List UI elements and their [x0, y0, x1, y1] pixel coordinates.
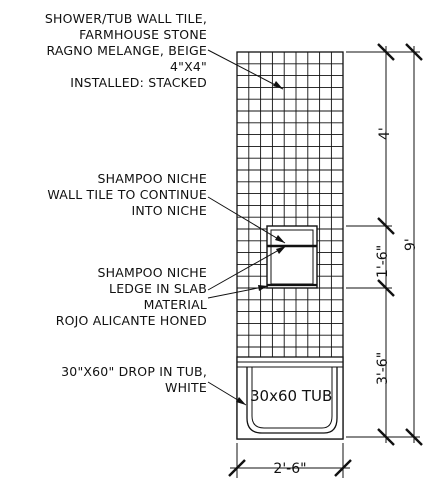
niche-ledge-note-line-3: MATERIAL [144, 297, 207, 312]
niche-tile-leader [207, 196, 286, 244]
tub-label: 30x60 TUB [250, 387, 332, 405]
dimension-niche: 1'-6" [375, 245, 391, 278]
tub-note-line-1: 30"X60" DROP IN TUB, [61, 364, 207, 379]
width-dimension: 2'-6" [228, 443, 352, 478]
wall-tile-note-line-5: INSTALLED: STACKED [70, 75, 207, 90]
tile-wall [236, 51, 344, 440]
wall-tile-note-line-3: RAGNO MELANGE, BEIGE [47, 43, 207, 58]
tub-note-line-2: WHITE [165, 380, 207, 395]
niche-tile-leader-arrow [275, 235, 285, 243]
niche-ledge-note-line-4: ROJO ALICANTE HONED [56, 313, 207, 328]
callout-wall-tile: SHOWER/TUB WALL TILE, FARMHOUSE STONE RA… [45, 11, 284, 90]
niche-ledge-leader-lower [207, 285, 269, 299]
tub: 30x60 TUB [236, 356, 344, 440]
callout-niche-ledge: SHAMPOO NICHE LEDGE IN SLAB MATERIAL ROJ… [56, 245, 287, 328]
niche-ledge-leader-lower-arrow [258, 285, 268, 291]
tile-grid [237, 52, 343, 357]
callout-niche-tile: SHAMPOO NICHE WALL TILE TO CONTINUE INTO… [47, 171, 286, 244]
niche-ledge-leader-upper [207, 245, 287, 291]
wall-tile-leader-arrow [273, 81, 283, 89]
dimension-overall-height: 9' [403, 238, 419, 251]
dimension-width: 2'-6" [273, 461, 306, 477]
niche-tile-note-line-2: WALL TILE TO CONTINUE [47, 187, 207, 202]
niche-tile-note-line-1: SHAMPOO NICHE [97, 171, 207, 186]
dimension-lower-wall: 3'-6" [375, 352, 391, 385]
wall-tile-note-line-4: 4"X4" [170, 59, 207, 74]
dimension-upper-wall: 4' [377, 127, 393, 140]
tub-leader-arrow [236, 397, 246, 405]
wall-tile-leader [207, 49, 284, 90]
callout-tub: 30"X60" DROP IN TUB, WHITE [61, 364, 247, 406]
wall-tile-note-line-1: SHOWER/TUB WALL TILE, [45, 11, 207, 26]
niche-ledge-note-line-2: LEDGE IN SLAB [109, 281, 207, 296]
niche-ledge-note-line-1: SHAMPOO NICHE [97, 265, 207, 280]
niche-tile-note-line-3: INTO NICHE [131, 203, 207, 218]
vertical-dimension-chain: 4' 1'-6" 3'-6" 9' [346, 43, 423, 446]
shampoo-niche [266, 225, 318, 289]
wall-tile-note-line-2: FARMHOUSE STONE [79, 27, 207, 42]
niche-ledge-leader-upper-arrow [276, 246, 286, 254]
